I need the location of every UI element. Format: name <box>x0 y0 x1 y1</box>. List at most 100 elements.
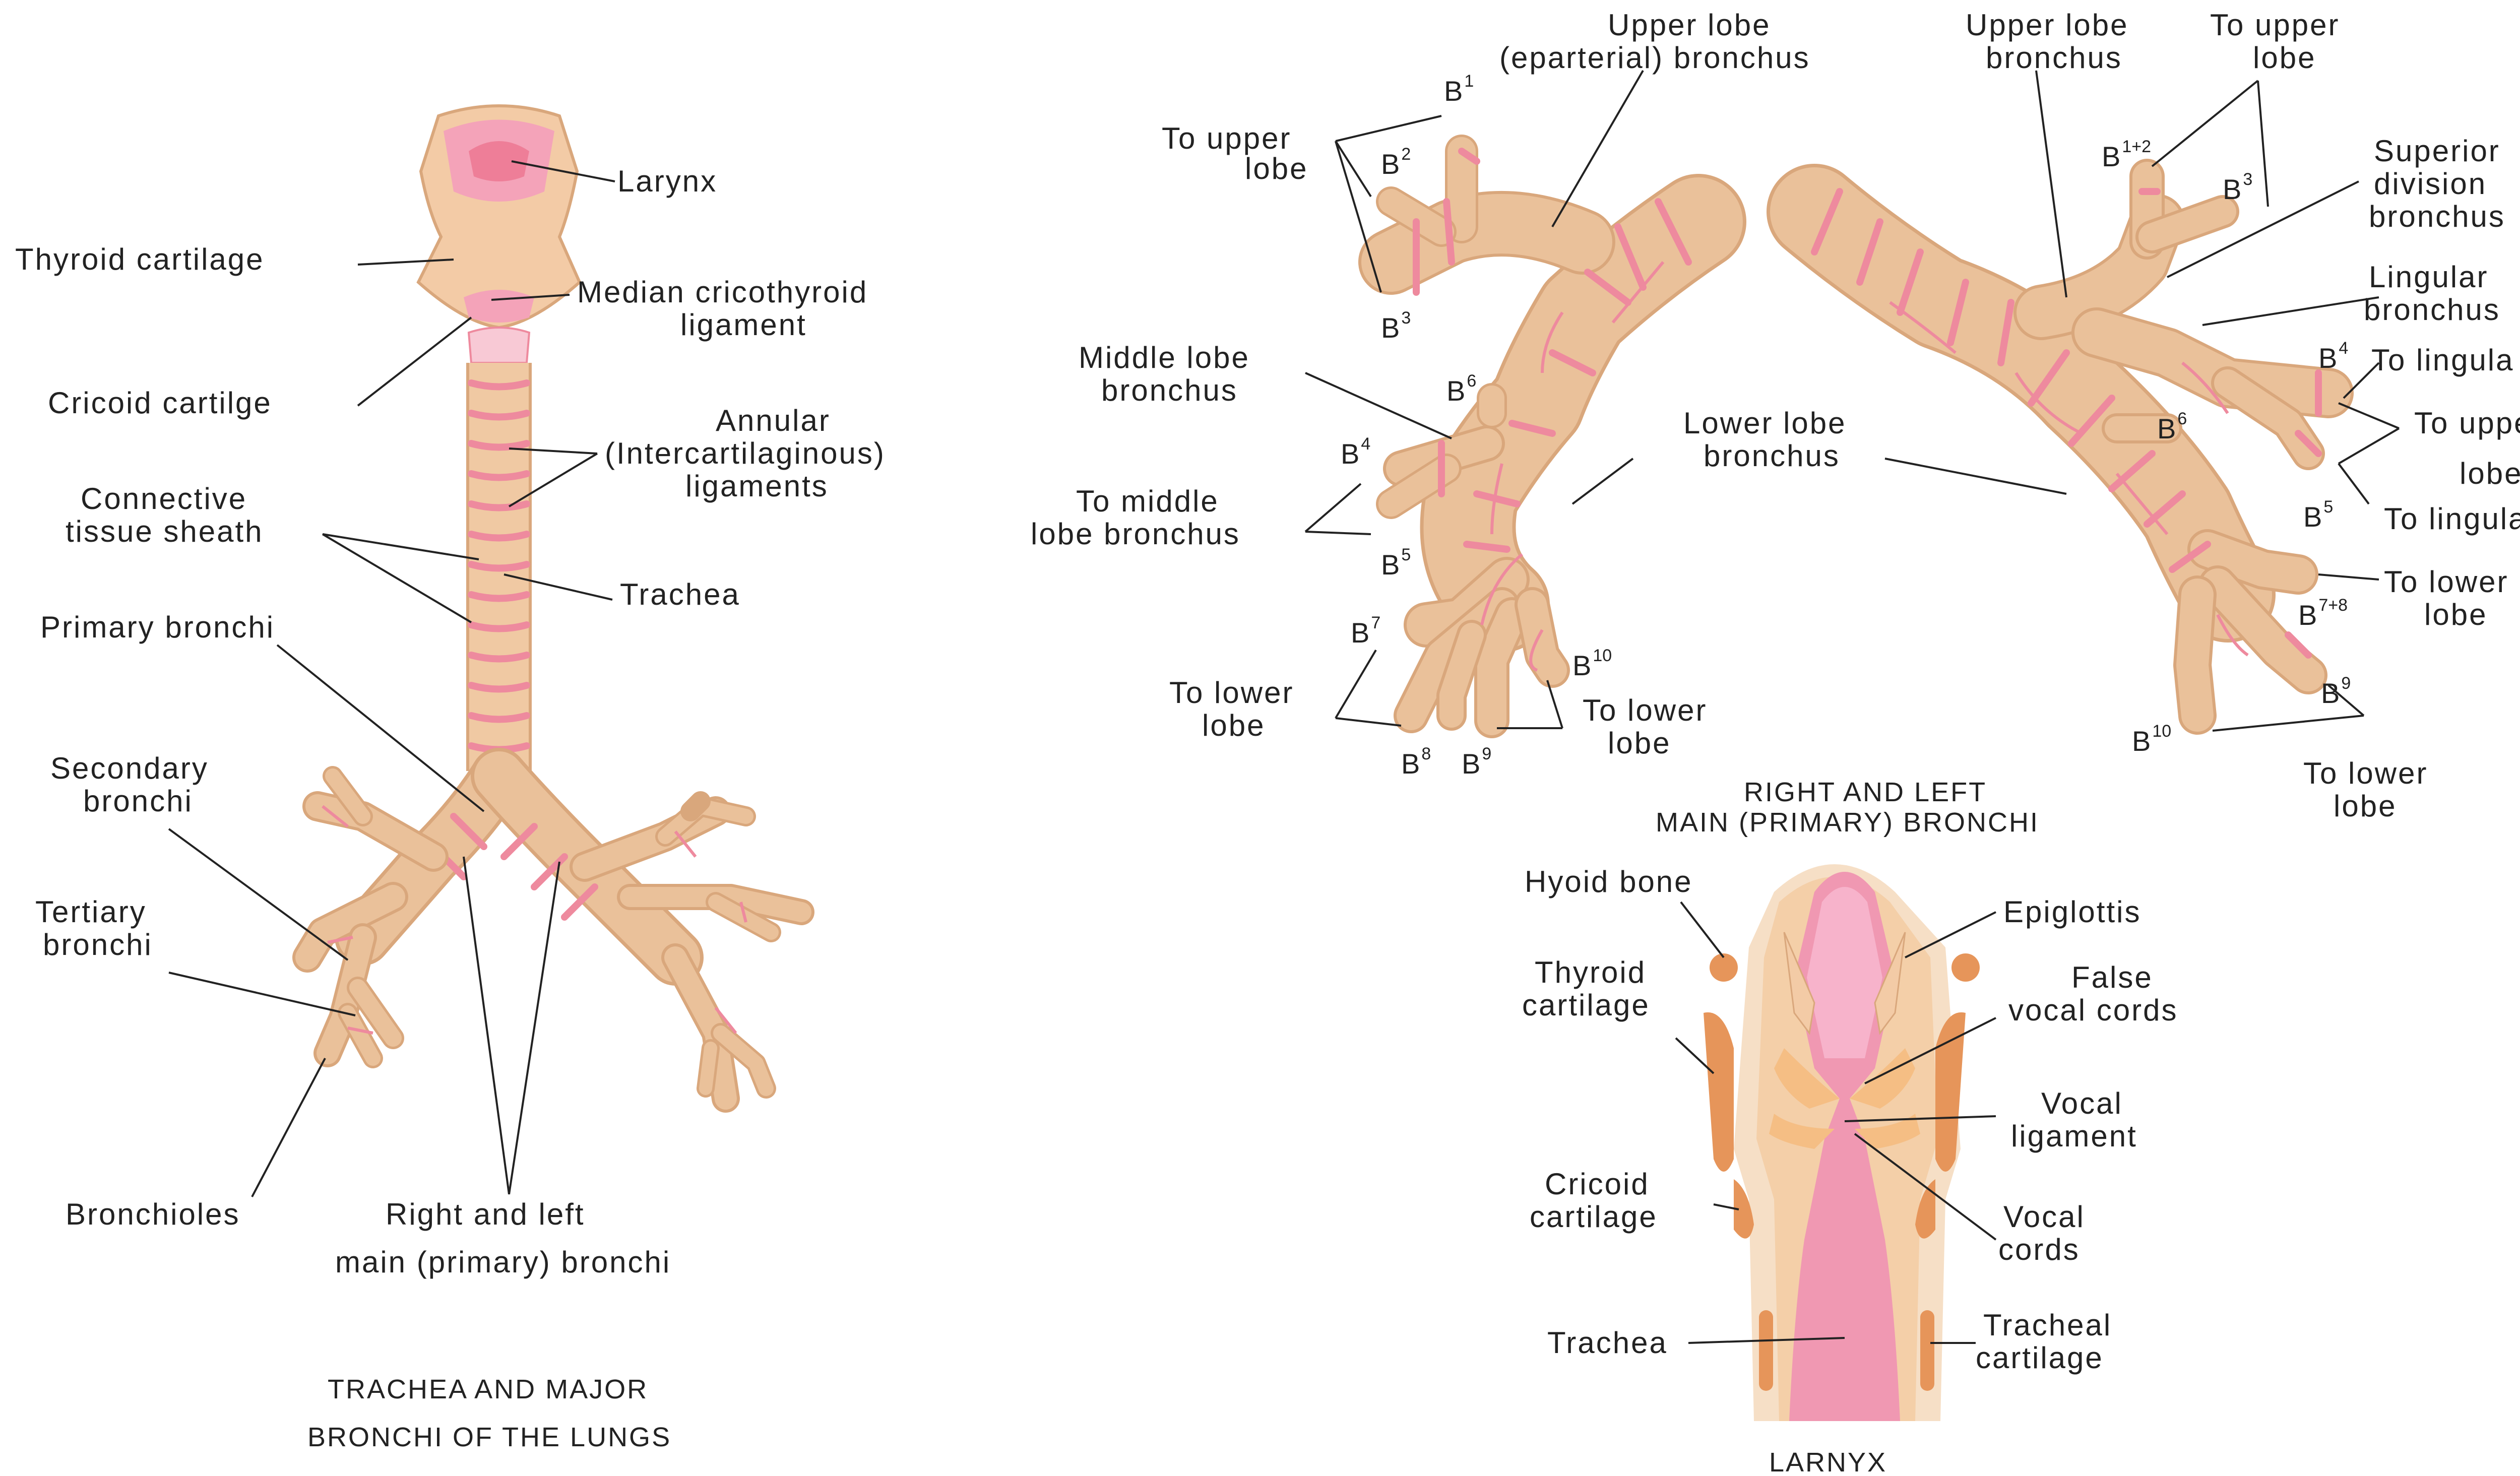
segment-b10: B10 <box>1572 646 1612 681</box>
segment-lb12: B1+2 <box>2102 137 2151 172</box>
segment-b5: B5 <box>1381 545 1411 581</box>
label-right-left-main-2: main (primary) bronchi <box>335 1245 671 1279</box>
label-annular-2: (Intercartilaginous) <box>605 436 886 470</box>
label-tertiary-bronchi-1: Tertiary <box>35 895 147 929</box>
larynx-section <box>1704 864 1980 1421</box>
segment-b1: B1 <box>1444 72 1474 107</box>
label-vocal-cords-2: cords <box>1998 1233 2080 1266</box>
label-lingular-bronchus-1: Lingular <box>2369 260 2489 294</box>
trachea-panel: Larynx Thyroid cartilage Median cricothy… <box>15 104 886 1452</box>
label-larynx-trachea: Trachea <box>1547 1326 1668 1360</box>
label-right-upper-lobe-2: (eparterial) bronchus <box>1499 41 1810 75</box>
label-lingular-bronchus-2: bronchus <box>2364 293 2500 327</box>
label-left-to-lower-lobe-b-2: lobe <box>2334 789 2397 823</box>
label-tracheal-cartilage-2: cartilage <box>1976 1341 2104 1375</box>
label-to-middle-lobe-1: To middle <box>1076 484 1219 518</box>
segment-b7: B7 <box>1351 613 1380 649</box>
bronchi-leader-lines <box>1304 70 2400 732</box>
label-tracheal-cartilage-1: Tracheal <box>1983 1308 2112 1342</box>
segment-b6: B6 <box>1446 371 1476 407</box>
label-false-vocal-cords-1: False <box>2071 960 2153 994</box>
label-right-to-lower-lobe-b-2: lobe <box>1608 726 1671 760</box>
trachea-labels: Larynx Thyroid cartilage Median cricothy… <box>15 164 886 1452</box>
label-median-cricothyroid-2: ligament <box>680 308 807 342</box>
label-right-to-lower-lobe-b-1: To lower <box>1583 693 1707 727</box>
label-right-to-lower-lobe-a-2: lobe <box>1202 709 1265 742</box>
label-larynx-cricoid-2: cartilage <box>1530 1200 1658 1234</box>
label-trachea: Trachea <box>620 577 740 611</box>
label-secondary-bronchi-1: Secondary <box>50 751 209 785</box>
label-connective-2: tissue sheath <box>66 515 264 548</box>
label-larynx-thyroid-2: cartilage <box>1522 988 1650 1022</box>
segment-lb6: B6 <box>2157 409 2187 444</box>
segment-b8: B8 <box>1401 744 1431 780</box>
label-larynx-cricoid-1: Cricoid <box>1545 1167 1650 1201</box>
larynx-leader-lines <box>1675 901 1997 1344</box>
label-cricoid-cartilage: Cricoid cartilge <box>48 386 272 420</box>
label-superior-division-2: division <box>2374 167 2487 201</box>
label-hyoid-bone: Hyoid bone <box>1525 865 1693 899</box>
label-to-lingula-b: To lingula <box>2384 502 2520 536</box>
larynx-labels: Hyoid bone Epiglottis Thyroid cartilage … <box>1522 865 2178 1476</box>
label-right-upper-lobe-1: Upper lobe <box>1608 8 1771 42</box>
label-middle-lobe-bronchus-1: Middle lobe <box>1079 341 1250 374</box>
segment-lb78: B7+8 <box>2298 596 2348 631</box>
label-left-to-upper-lobe-b-1: To upper <box>2414 406 2520 440</box>
segment-lb10: B10 <box>2132 722 2171 757</box>
label-superior-division-3: bronchus <box>2369 200 2505 233</box>
label-left-to-lower-lobe-a-1: To lower <box>2384 565 2508 599</box>
larynx-panel: Hyoid bone Epiglottis Thyroid cartilage … <box>1522 864 2178 1476</box>
bronchi-panel: Upper lobe (eparterial) bronchus To uppe… <box>1031 8 2520 838</box>
segment-lb5: B5 <box>2303 497 2333 533</box>
label-right-to-upper-lobe-1: To upper <box>1162 121 1292 155</box>
label-to-middle-lobe-2: lobe bronchus <box>1031 517 1240 551</box>
label-left-upper-lobe-1: Upper lobe <box>1966 8 2129 42</box>
label-right-to-lower-lobe-a-1: To lower <box>1169 676 1294 710</box>
label-right-left-main-1: Right and left <box>386 1197 585 1231</box>
left-bronchial-tree <box>1767 159 2354 735</box>
label-vocal-ligament-1: Vocal <box>2041 1086 2123 1120</box>
segment-lb3: B3 <box>2223 170 2252 205</box>
label-median-cricothyroid-1: Median cricothyroid <box>577 275 868 309</box>
label-left-to-lower-lobe-b-1: To lower <box>2303 756 2428 790</box>
label-to-lingula-a: To lingula <box>2371 343 2514 377</box>
segment-b2: B2 <box>1381 145 1411 180</box>
bronchi-title-1: RIGHT AND LEFT <box>1744 777 1987 807</box>
label-vocal-ligament-2: ligament <box>2011 1119 2137 1153</box>
segment-b3: B3 <box>1381 308 1411 344</box>
label-left-to-lower-lobe-a-2: lobe <box>2424 598 2487 631</box>
segment-b4: B4 <box>1341 434 1370 470</box>
larynx-illustration <box>416 104 582 364</box>
label-superior-division-1: Superior <box>2374 134 2500 168</box>
label-tertiary-bronchi-2: bronchi <box>43 928 153 961</box>
label-left-upper-lobe-2: bronchus <box>1986 41 2122 75</box>
label-larynx: Larynx <box>617 164 717 198</box>
label-left-to-upper-lobe-2: lobe <box>2253 41 2316 75</box>
larynx-title: LARNYX <box>1769 1447 1887 1476</box>
label-false-vocal-cords-2: vocal cords <box>2008 993 2178 1027</box>
label-vocal-cords-1: Vocal <box>2003 1200 2085 1234</box>
trachea-title-1: TRACHEA AND MAJOR <box>328 1374 648 1404</box>
label-right-to-upper-lobe-2: lobe <box>1245 152 1308 185</box>
bronchi-title-2: MAIN (PRIMARY) BRONCHI <box>1656 807 2039 838</box>
label-bronchioles: Bronchioles <box>66 1197 240 1231</box>
trachea-tube <box>466 363 532 771</box>
label-lower-lobe-bronchus-1: Lower lobe <box>1683 406 1847 440</box>
label-middle-lobe-bronchus-2: bronchus <box>1101 373 1238 407</box>
label-larynx-thyroid-1: Thyroid <box>1535 955 1646 989</box>
right-bronchial-tree <box>1358 135 1746 738</box>
segment-b9: B9 <box>1462 744 1491 780</box>
trachea-title-2: BRONCHI OF THE LUNGS <box>307 1422 671 1452</box>
label-lower-lobe-bronchus-2: bronchus <box>1704 439 1840 473</box>
label-thyroid-cartilage: Thyroid cartilage <box>15 242 265 276</box>
label-annular-1: Annular <box>716 404 831 437</box>
label-secondary-bronchi-2: bronchi <box>83 784 193 818</box>
label-left-to-upper-lobe-1: To upper <box>2210 8 2340 42</box>
segment-lb9: B9 <box>2321 674 2351 709</box>
trachea-leader-lines <box>168 160 615 1197</box>
label-epiglottis: Epiglottis <box>2003 895 2141 929</box>
label-connective-1: Connective <box>81 482 247 516</box>
label-left-to-upper-lobe-b-2: lobe <box>2460 457 2520 490</box>
main-bronchi <box>292 748 814 1113</box>
